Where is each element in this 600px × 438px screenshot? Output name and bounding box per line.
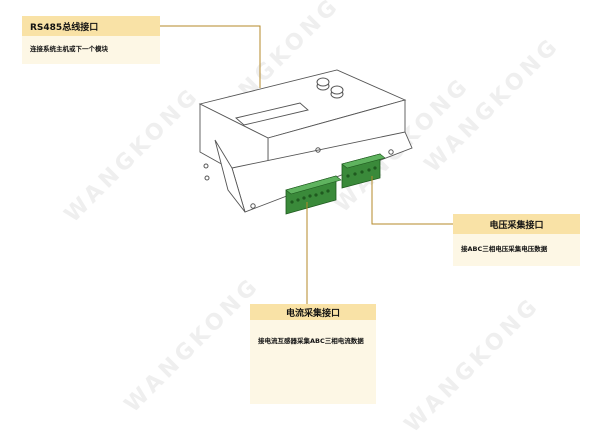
screw-icon: [250, 203, 256, 209]
current-callout-title: 电流采集接口: [250, 304, 376, 320]
leader-line: [140, 25, 261, 88]
screw-icon: [315, 147, 321, 153]
current-callout-description: 接电流互感器采集ABC三相电流数据: [250, 320, 376, 404]
screw-icon: [204, 175, 210, 181]
voltage-callout: 电压采集接口 接ABC三相电压采集电压数据: [453, 214, 580, 266]
current-terminal-block: [285, 175, 342, 215]
current-callout: 电流采集接口 接电流互感器采集ABC三相电流数据: [250, 304, 376, 404]
rs485-callout-description: 连接系统主机或下一个模块: [22, 36, 160, 64]
screw-icon: [203, 163, 209, 169]
voltage-terminal-block: [341, 153, 386, 189]
lcd-display: [235, 102, 309, 126]
leader-line: [371, 176, 453, 225]
knob: [330, 85, 344, 99]
rs485-callout-title: RS485总线接口: [22, 16, 160, 36]
voltage-callout-title: 电压采集接口: [453, 214, 580, 234]
screw-icon: [388, 149, 394, 155]
device-enclosure: [198, 69, 413, 213]
voltage-callout-description: 接ABC三相电压采集电压数据: [453, 234, 580, 266]
rs485-callout: RS485总线接口 连接系统主机或下一个模块: [22, 16, 160, 64]
device-illustration: [140, 25, 453, 304]
knob: [316, 77, 330, 91]
